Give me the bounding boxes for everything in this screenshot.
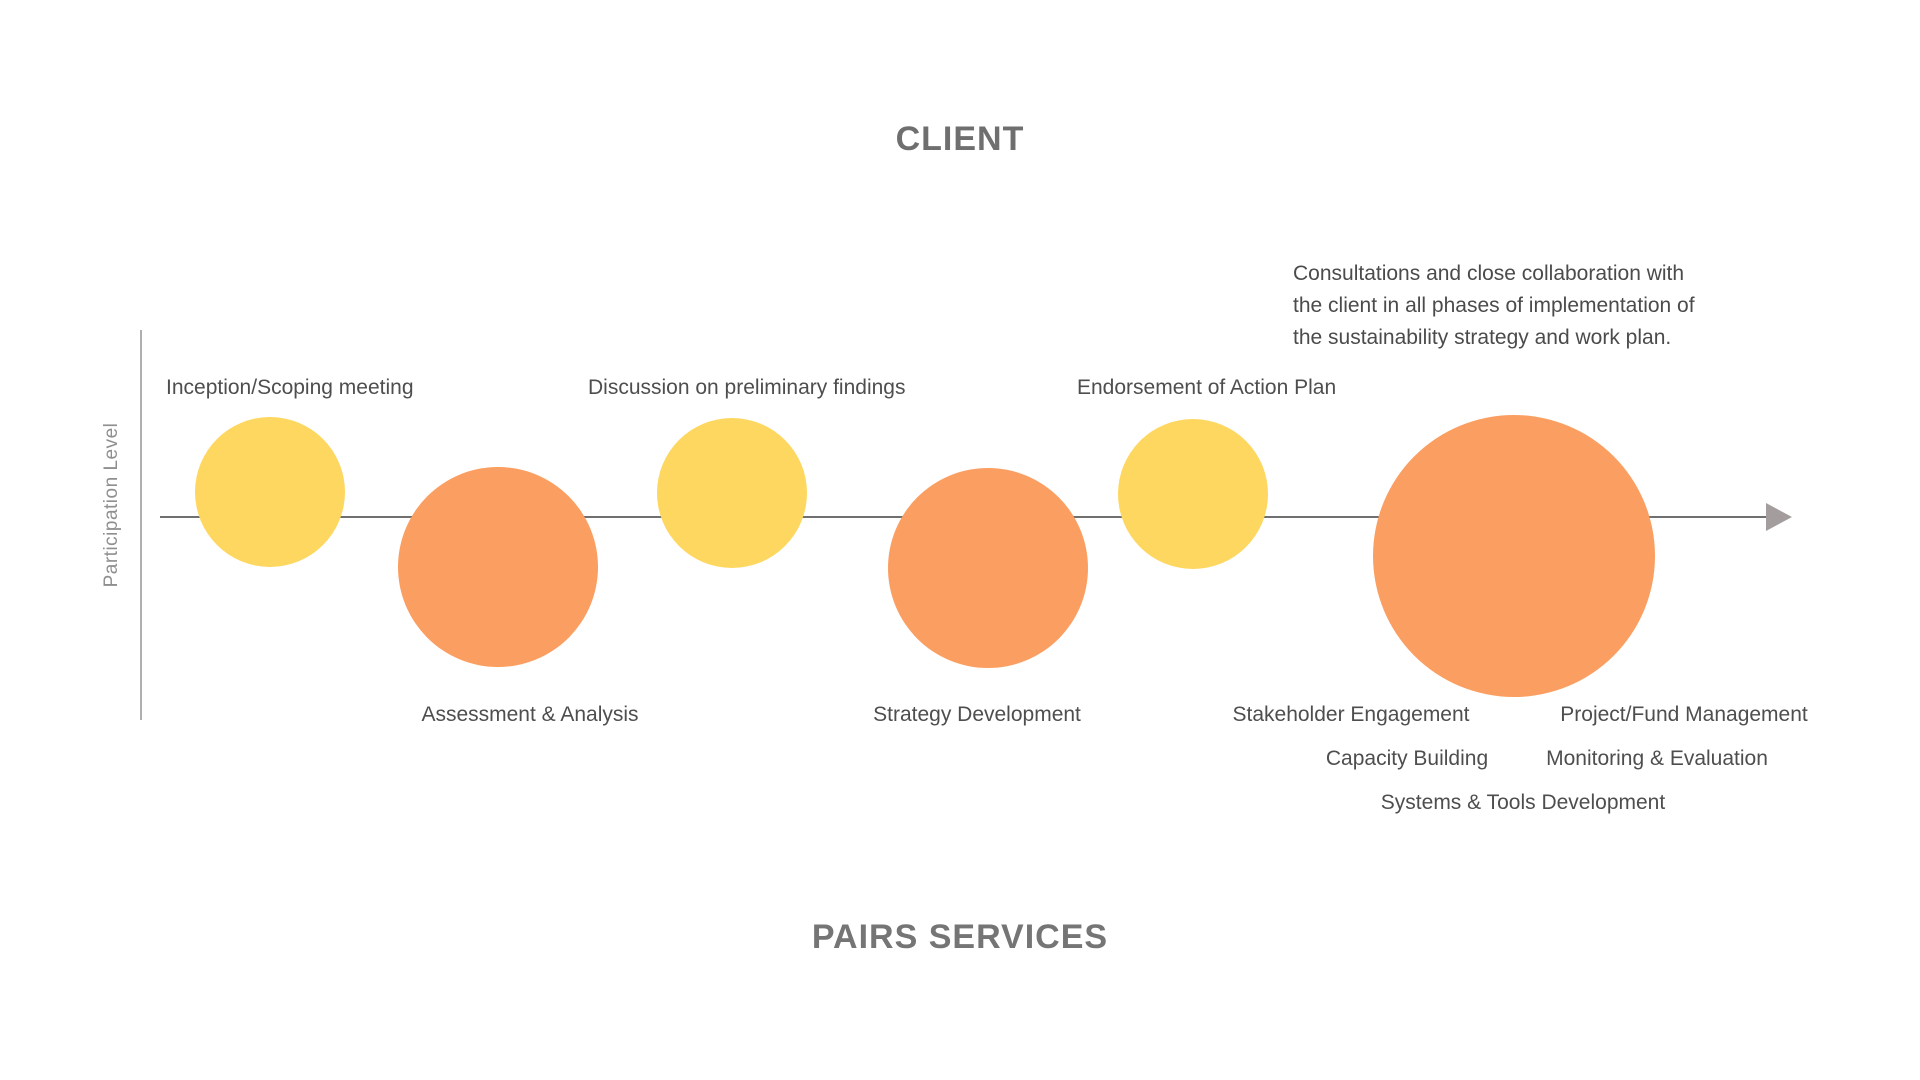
- service-label-capacity-building: Capacity Building: [1325, 747, 1489, 770]
- step-label-discussion: Discussion on preliminary findings: [588, 376, 906, 399]
- step-label-endorsement: Endorsement of Action Plan: [1077, 376, 1337, 399]
- service-label-stakeholder-engagement: Stakeholder Engagement: [1232, 703, 1470, 726]
- step-label-assessment: Assessment & Analysis: [421, 703, 639, 726]
- step-label-strategy: Strategy Development: [873, 703, 1081, 726]
- bubble-strategy: [888, 468, 1088, 668]
- participation-level-label: Participation Level: [101, 422, 122, 588]
- bubble-implementation: [1373, 415, 1655, 697]
- y-axis-line: [140, 330, 142, 720]
- bubble-endorsement: [1118, 419, 1268, 569]
- client-title: CLIENT: [895, 120, 1025, 158]
- services-title: PAIRS SERVICES: [811, 918, 1109, 956]
- collaboration-annotation: Consultations and close collaboration wi…: [1293, 262, 1695, 349]
- step-label-inception: Inception/Scoping meeting: [166, 376, 414, 399]
- bubble-assessment: [398, 467, 598, 667]
- bubble-discussion: [657, 418, 807, 568]
- service-label-systems-tools-development: Systems & Tools Development: [1380, 791, 1666, 814]
- service-label-monitoring-evaluation: Monitoring & Evaluation: [1546, 747, 1768, 770]
- service-label-project-fund-management: Project/Fund Management: [1560, 703, 1808, 726]
- bubble-inception: [195, 417, 345, 567]
- axis-arrowhead-icon: [1766, 503, 1792, 531]
